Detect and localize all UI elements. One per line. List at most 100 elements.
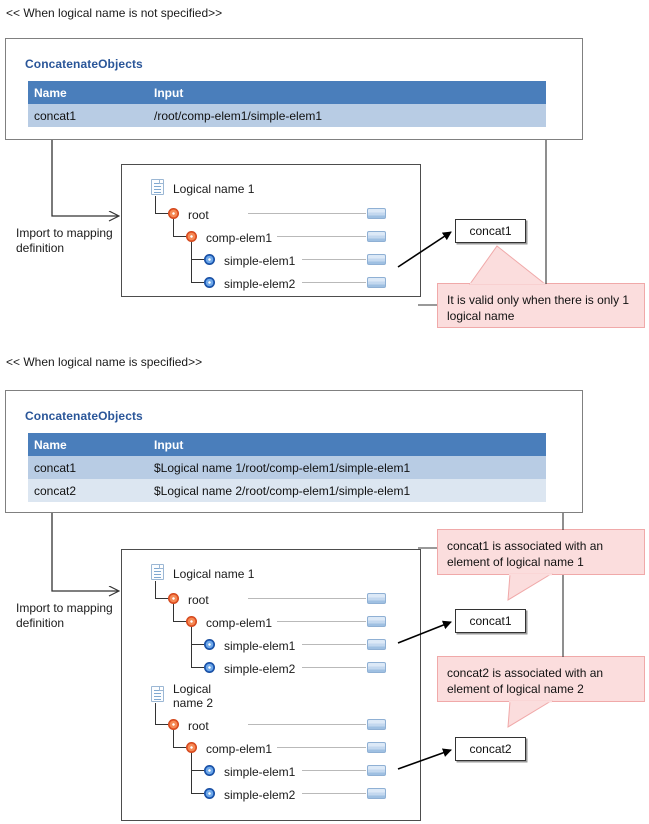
simple-node-icon [204,277,215,288]
tree-node-label-simple-elem1: simple-elem1 [224,639,296,653]
logical-name-2-line-2: name 2 [173,696,214,710]
callout-note-2a: concat1 is associated with an element of… [437,529,645,575]
tree-node-label-simple-elem1: simple-elem1 [224,254,296,268]
table-row: concat2 $Logical name 2/root/comp-elem1/… [28,479,546,502]
leader-line [277,621,366,622]
logical-name-2-line-1: Logical [173,682,212,696]
tree-elbow [173,219,186,237]
concat-target-box-1: concat1 [455,219,526,243]
document-icon [151,179,164,195]
endpoint-chip [367,231,386,242]
column-header-input: Input [148,81,546,104]
import-label-line-1: Import to mapping [16,601,113,615]
callout-tail-1 [469,245,547,285]
table-row: concat1 /root/comp-elem1/simple-elem1 [28,104,546,127]
document-icon [151,686,164,702]
table-header-row: Name Input [28,433,546,456]
endpoint-chip [367,765,386,776]
simple-node-icon [204,788,215,799]
callout-tail-2b [507,700,553,728]
leader-line [302,259,366,260]
tree-node-label-comp-elem1: comp-elem1 [206,742,273,756]
import-arrow-label-2: Import to mapping definition [16,601,126,631]
section-1-caption: << When logical name is not specified>> [6,6,223,20]
tree-node-label-comp-elem1: comp-elem1 [206,616,273,630]
simple-node-icon [204,765,215,776]
tree-node-label-simple-elem1: simple-elem1 [224,765,296,779]
tree-elbow [155,703,168,725]
callout-text: concat2 is associated with an element of… [447,666,604,696]
document-icon [151,564,164,580]
concat-target-label: concat2 [469,742,512,756]
composite-node-icon [186,616,197,627]
simple-node-icon [204,254,215,265]
concatenate-objects-table-2: Name Input concat1 $Logical name 1/root/… [28,433,546,502]
column-header-input: Input [148,433,546,456]
leader-line [277,747,366,748]
tree-node-label-comp-elem1: comp-elem1 [206,231,273,245]
cell-input: $Logical name 1/root/comp-elem1/simple-e… [148,456,546,479]
tree-node-label-root: root [188,593,209,607]
endpoint-chip [367,719,386,730]
mapping-definition-panel-2: Logical name 1 root comp-elem1 simple-el… [121,549,421,821]
leader-line [302,644,366,645]
concat-target-box-2a: concat1 [455,609,526,633]
import-arrow-2 [51,513,118,591]
import-label-line-2: definition [16,616,65,630]
endpoint-chip [367,662,386,673]
tree-elbow [173,730,186,748]
tree-elbow [155,581,168,599]
cell-name: concat2 [28,479,148,502]
composite-node-icon [168,719,179,730]
tree-elbow [191,242,204,283]
simple-node-icon [204,639,215,650]
leader-line [277,236,366,237]
tree-elbow [191,753,204,794]
callout-text: It is valid only when there is only 1 lo… [447,293,630,323]
tree-node-label-root: root [188,719,209,733]
import-label-line-2: definition [16,241,65,255]
concat-target-label: concat1 [469,224,512,238]
leader-line [302,793,366,794]
import-label-line-1: Import to mapping [16,226,113,240]
leader-line [248,213,366,214]
column-header-name: Name [28,433,148,456]
cell-name: concat1 [28,104,148,127]
tree-root-label-logical-name-1: Logical name 1 [173,182,255,196]
tree-elbow [173,604,186,622]
import-arrow-label-1: Import to mapping definition [16,226,126,256]
endpoint-chip [367,639,386,650]
endpoint-chip [367,277,386,288]
tree-node-label-simple-elem2: simple-elem2 [224,277,296,291]
callout-note-2b: concat2 is associated with an element of… [437,656,645,702]
callout-note-1: It is valid only when there is only 1 lo… [437,283,645,328]
cell-input: /root/comp-elem1/simple-elem1 [148,104,546,127]
section-2-caption: << When logical name is specified>> [6,355,203,369]
composite-node-icon [186,231,197,242]
leader-line [302,770,366,771]
mapping-definition-panel-1: Logical name 1 root comp-elem1 simple-el… [121,164,421,297]
tree-elbow [191,627,204,668]
tree-node-label-simple-elem2: simple-elem2 [224,788,296,802]
concatenate-objects-table-1: Name Input concat1 /root/comp-elem1/simp… [28,81,546,127]
tree-elbow [155,196,168,214]
cell-input: $Logical name 2/root/comp-elem1/simple-e… [148,479,546,502]
import-arrow-1 [51,140,118,216]
leader-line [248,598,366,599]
leader-line [302,282,366,283]
leader-line [248,724,366,725]
callout-text: concat1 is associated with an element of… [447,539,604,569]
composite-node-icon [168,593,179,604]
cell-name: concat1 [28,456,148,479]
simple-node-icon [204,662,215,673]
tree-root-label-logical-name-1: Logical name 1 [173,567,255,581]
panel-title: ConcatenateObjects [25,409,143,423]
endpoint-chip [367,593,386,604]
tree-root-label-logical-name-2: Logical name 2 [173,682,213,710]
endpoint-chip [367,742,386,753]
composite-node-icon [168,208,179,219]
table-header-row: Name Input [28,81,546,104]
column-header-name: Name [28,81,148,104]
endpoint-chip [367,254,386,265]
concat-target-label: concat1 [469,614,512,628]
